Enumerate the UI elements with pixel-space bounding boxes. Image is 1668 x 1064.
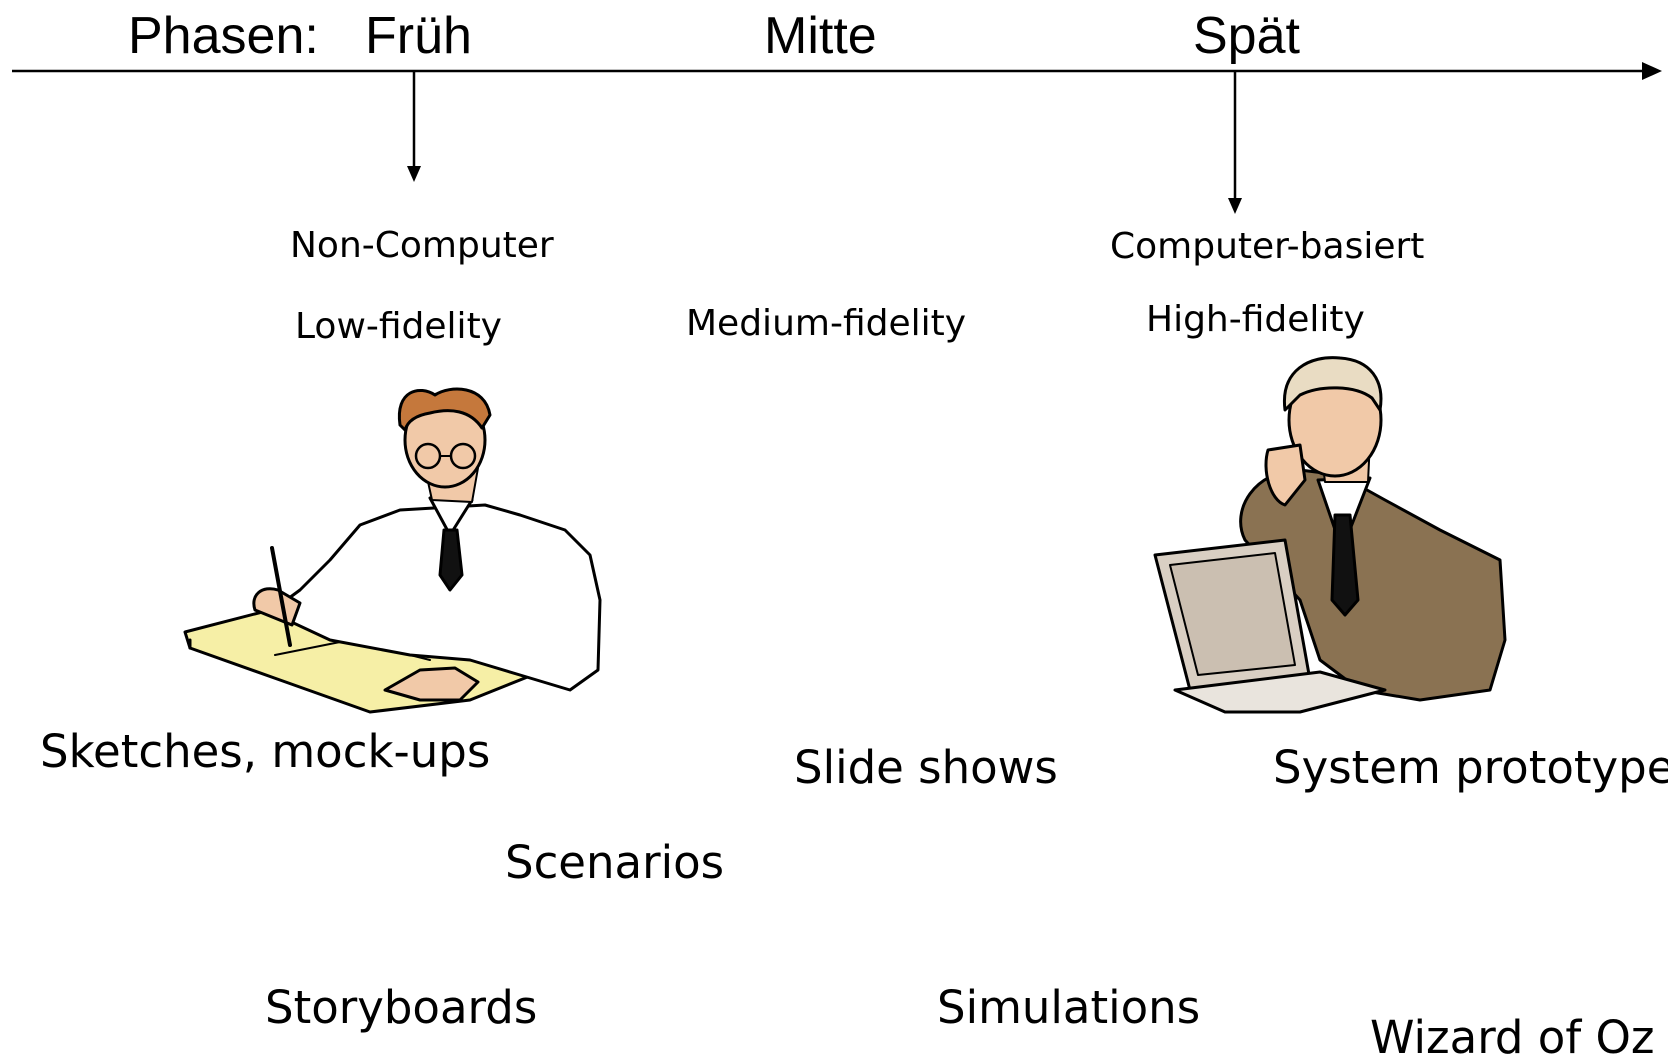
method-system-prototypes: System prototypes [1273, 741, 1668, 794]
man-writing-sketch-illustration [183, 387, 602, 714]
phase-middle-label: Mitte [764, 7, 877, 65]
early-phase-down-arrowhead [407, 166, 421, 182]
timeline-axis-arrowhead [1642, 62, 1662, 80]
low-fidelity-label: Low-fidelity [295, 306, 502, 347]
computer-based-label: Computer-basiert [1110, 226, 1425, 267]
method-scenarios: Scenarios [505, 836, 725, 889]
method-simulations: Simulations [937, 981, 1201, 1034]
phases-label: Phasen: [128, 7, 319, 65]
phase-late-label: Spät [1193, 7, 1300, 65]
method-slide-shows: Slide shows [794, 741, 1058, 794]
method-storyboards: Storyboards [265, 981, 538, 1034]
phase-early-label: Früh [365, 7, 472, 65]
man-at-laptop-illustration [1153, 356, 1507, 714]
medium-fidelity-label: Medium-fidelity [686, 303, 967, 344]
non-computer-label: Non-Computer [290, 225, 554, 266]
late-phase-down-arrowhead [1228, 198, 1242, 214]
high-fidelity-label: High-fidelity [1146, 299, 1365, 340]
method-wizard-of-oz: Wizard of Oz [1370, 1011, 1655, 1064]
method-sketches-mockups: Sketches, mock-ups [40, 725, 491, 778]
